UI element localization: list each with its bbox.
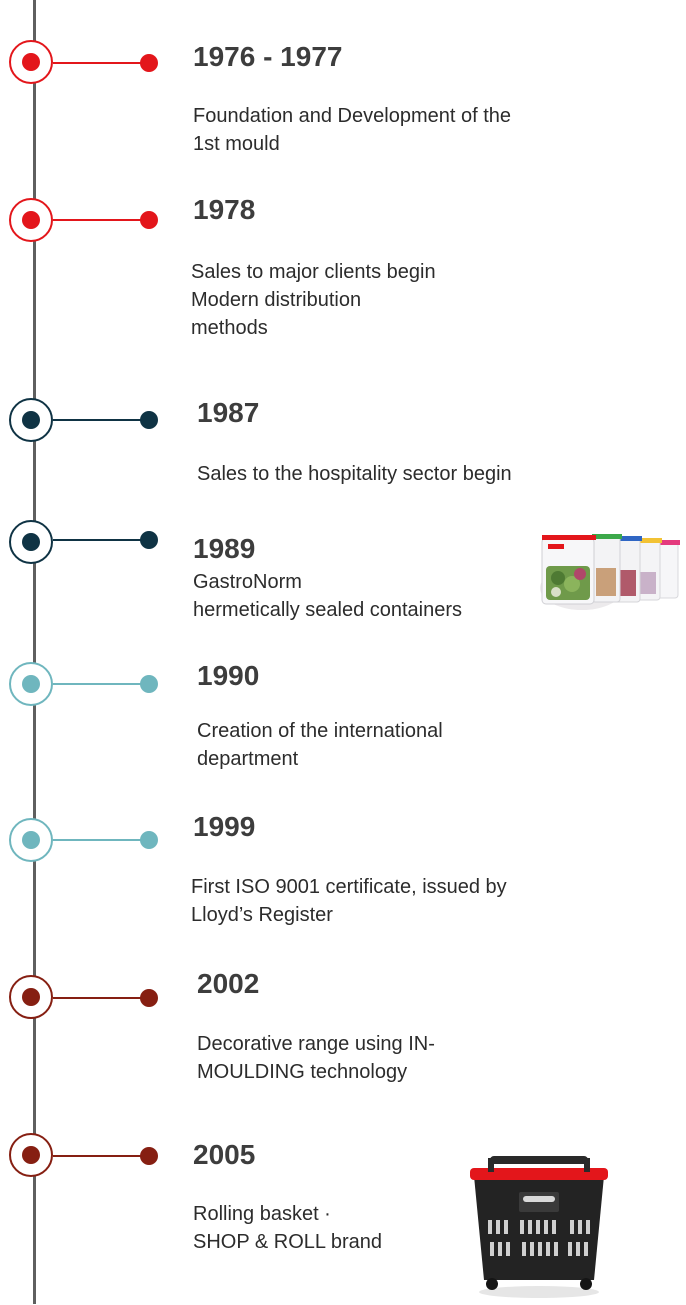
description-line: Sales to major clients begin — [191, 261, 436, 283]
entry-description: GastroNorm hermetically sealed container… — [193, 568, 462, 624]
timeline-axis — [33, 0, 36, 1304]
description-line: hermetically sealed containers — [193, 599, 463, 621]
timeline-marker-dot — [22, 831, 40, 849]
entry-year: 1990 — [197, 660, 260, 691]
timeline-connector — [53, 839, 146, 841]
timeline-connector — [53, 62, 146, 64]
timeline-marker-dot — [22, 1146, 40, 1164]
timeline-marker-ring — [9, 398, 53, 442]
description-line: Rolling basket · — [193, 1203, 331, 1225]
timeline-end-dot — [140, 989, 158, 1007]
timeline-end-dot — [140, 831, 158, 849]
entry-description: Foundation and Development of the 1st mo… — [193, 102, 511, 158]
gastronorm-containers-image — [538, 530, 684, 610]
description-line: First ISO 9001 certificate, issued by — [191, 876, 507, 898]
timeline-connector — [53, 219, 146, 221]
timeline-marker-dot — [22, 53, 40, 71]
description-line: Lloyd’s Register — [191, 904, 333, 926]
timeline-marker-dot — [22, 533, 40, 551]
entry-description: Decorative range using IN- MOULDING tech… — [197, 1030, 435, 1086]
timeline-connector — [53, 1155, 146, 1157]
description-line: SHOP & ROLL brand — [193, 1231, 382, 1253]
timeline-connector — [53, 419, 146, 421]
entry-description: Rolling basket · SHOP & ROLL brand — [193, 1200, 382, 1256]
timeline-end-dot — [140, 531, 158, 549]
timeline-marker-dot — [22, 211, 40, 229]
description-line: Sales to the hospitality sector begin — [197, 463, 512, 485]
entry-description: Creation of the international department — [197, 717, 443, 773]
entry-description: Sales to the hospitality sector begin — [197, 460, 512, 488]
timeline-end-dot — [140, 1147, 158, 1165]
timeline-connector — [53, 683, 146, 685]
shopping-basket-image — [466, 1150, 612, 1300]
description-line: Modern distribution — [191, 289, 362, 311]
entry-year: 1999 — [193, 811, 256, 842]
timeline-connector — [53, 539, 146, 541]
description-line: Foundation and Development of the — [193, 105, 511, 127]
entry-year: 1978 — [193, 194, 256, 225]
timeline-end-dot — [140, 54, 158, 72]
timeline-end-dot — [140, 211, 158, 229]
entry-description: Sales to major clients begin Modern dist… — [191, 258, 436, 342]
entry-year: 1987 — [197, 397, 260, 428]
description-line: department — [197, 748, 299, 770]
description-line: Creation of the international — [197, 720, 443, 742]
timeline-marker-dot — [22, 411, 40, 429]
description-line: Decorative range using IN- — [197, 1033, 435, 1055]
description-line: 1st mould — [193, 133, 280, 155]
timeline-marker-dot — [22, 988, 40, 1006]
entry-year: 1989 — [193, 533, 256, 564]
description-line: MOULDING technology — [197, 1061, 408, 1083]
timeline-connector — [53, 997, 146, 999]
timeline-end-dot — [140, 675, 158, 693]
entry-year: 2002 — [197, 968, 260, 999]
entry-year: 1976 - 1977 — [193, 41, 343, 72]
timeline-marker-ring — [9, 40, 53, 84]
description-line: GastroNorm — [193, 571, 302, 593]
description-line: methods — [191, 317, 268, 339]
timeline-end-dot — [140, 411, 158, 429]
entry-year: 2005 — [193, 1139, 256, 1170]
entry-description: First ISO 9001 certificate, issued by Ll… — [191, 873, 507, 929]
timeline-marker-dot — [22, 675, 40, 693]
